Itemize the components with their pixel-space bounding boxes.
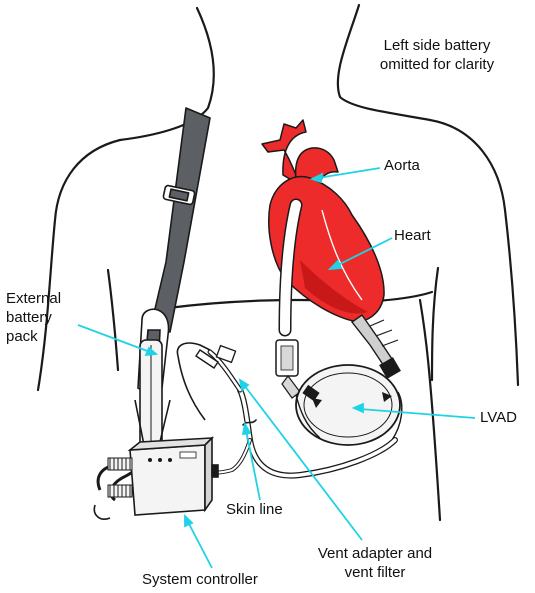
label-skin-line: Skin line: [226, 501, 283, 518]
note-omitted-battery: Left side battery omitted for clarity: [352, 36, 522, 74]
label-battery: External battery pack: [6, 289, 61, 346]
neck-right: [336, 3, 432, 122]
rib-line: [166, 290, 434, 310]
arm-right-inner: [430, 266, 440, 382]
battery-label-line-2: battery: [6, 309, 52, 326]
lvad-pump: [295, 364, 403, 446]
shoulder-strap: [149, 107, 211, 333]
arm-left-inner: [106, 268, 120, 372]
label-heart: Heart: [394, 227, 431, 244]
neck-left: [118, 6, 215, 142]
vent-adapter: [176, 342, 237, 421]
flank-right: [418, 298, 442, 522]
callout-vent: [238, 378, 363, 541]
system-controller: [93, 436, 219, 520]
note-line-1: Left side battery: [383, 37, 491, 54]
callout-aorta: [309, 167, 381, 184]
controller-connector-icon: [107, 457, 133, 498]
callout-battery: [77, 324, 159, 357]
shoulder-right: [428, 118, 520, 387]
label-vent-adapter: Vent adapter and vent filter: [300, 544, 450, 582]
battery-label-line-1: External: [6, 290, 62, 307]
label-system-controller: System controller: [142, 571, 258, 588]
inflow-conduit: [350, 314, 401, 379]
battery-label-line-3: pack: [6, 328, 38, 345]
battery-holster: [134, 308, 171, 451]
callout-lvad: [351, 402, 476, 419]
outflow-graft: [275, 198, 303, 399]
callout-lines: [77, 167, 476, 569]
shoulder-left: [36, 138, 122, 392]
callout-skin: [241, 421, 261, 501]
vent-label-line-1: Vent adapter and: [317, 545, 433, 562]
heart-shade: [300, 260, 368, 314]
label-lvad: LVAD: [480, 409, 517, 426]
pump-housing-icon: [295, 364, 401, 446]
skin-line-mark: [242, 419, 257, 426]
note-line-2: omitted for clarity: [379, 56, 495, 73]
vent-label-line-2: vent filter: [344, 564, 406, 581]
label-aorta: Aorta: [384, 157, 420, 174]
heart-vein: [321, 209, 363, 301]
callout-heart: [327, 237, 393, 271]
aortic-arch: [261, 119, 307, 186]
callout-controller: [184, 513, 213, 569]
